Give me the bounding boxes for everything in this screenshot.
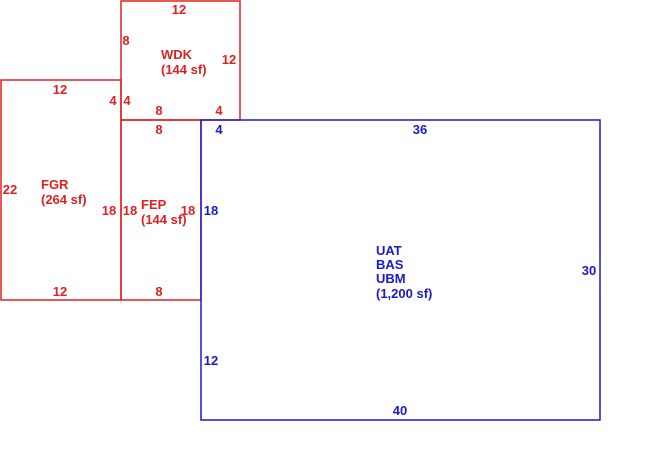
fgr-dim-left: 22 [3,182,17,197]
main-dim-top: 36 [413,122,427,137]
fep-code: FEP [141,197,167,212]
main-dim-right: 30 [582,263,596,278]
fgr-area: (264 sf) [41,192,87,207]
wdk-dim-top: 12 [172,2,186,17]
main-code-bas: BAS [376,257,404,272]
main-dim-bottom: 40 [393,403,407,418]
wdk-dim-right: 12 [222,52,236,67]
main-dim-left-lower: 12 [204,353,218,368]
fgr-dim-bottom: 12 [53,284,67,299]
wdk-dim-left-lower: 4 [123,93,131,108]
main-dim-top-left: 4 [215,122,223,137]
main-code-uat: UAT [376,243,402,258]
main-code-ubm: UBM [376,271,406,286]
main-area: (1,200 sf) [376,286,432,301]
wdk-dim-bottom-right: 4 [215,103,223,118]
wdk-dim-bottom-left: 8 [155,103,162,118]
main-area-outline [200,119,601,421]
main-dim-left-upper: 18 [204,203,218,218]
fgr-dim-top: 12 [53,82,67,97]
wdk-dim-left: 8 [122,33,129,48]
fep-dim-right: 18 [181,203,195,218]
fgr-dim-top-right: 4 [109,93,117,108]
wdk-code: WDK [161,47,193,62]
fep-dim-left: 18 [123,203,137,218]
fgr-dim-right: 18 [102,203,116,218]
wdk-area: (144 sf) [161,62,207,77]
fep-dim-top: 8 [155,122,162,137]
fep-dim-bottom: 8 [155,284,162,299]
fgr-code: FGR [41,177,69,192]
fep-area: (144 sf) [141,212,187,227]
